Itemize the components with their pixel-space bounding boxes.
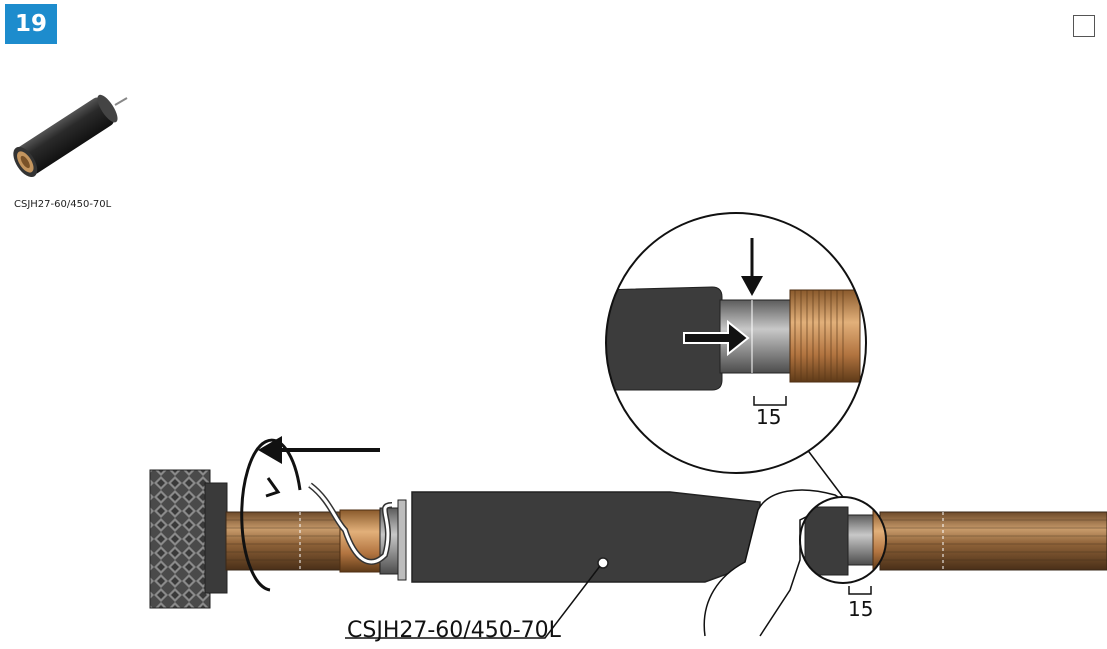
part-caption: CSJH27-60/450-70L	[14, 199, 112, 210]
rotation-arrow	[240, 438, 302, 592]
main-dimension-label: 15	[848, 597, 874, 621]
pull-direction-arrow	[258, 436, 380, 464]
callout-label: CSJH27-60/450-70L	[347, 618, 561, 643]
callout-dot	[597, 557, 609, 569]
step-complete-checkbox[interactable]	[1073, 15, 1095, 37]
part-tube-icon	[13, 94, 128, 178]
cold-shrink-sleeve	[411, 491, 761, 583]
zoom-circle	[605, 212, 867, 474]
right-cable	[879, 511, 1107, 571]
step-number-badge: 19	[5, 4, 57, 44]
detail-circle	[799, 496, 887, 584]
zoom-dimension-label: 15	[756, 405, 782, 429]
dimension-bracket-main	[848, 586, 872, 595]
callout-leader	[345, 565, 601, 639]
